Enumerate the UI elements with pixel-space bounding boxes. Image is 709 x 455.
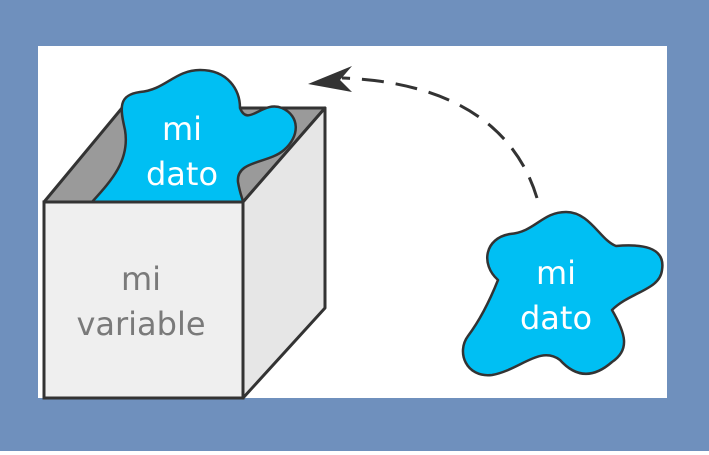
blob-outside	[461, 210, 664, 377]
arrowhead-icon	[308, 66, 352, 92]
box-label-line2: variable	[76, 305, 205, 343]
blob-in-box-label-line1: mi	[162, 110, 202, 148]
blob-in-box-label-line2: dato	[146, 155, 218, 193]
box-label-line1: mi	[121, 260, 161, 298]
blob-outside-label-line2: dato	[520, 299, 592, 337]
blob-outside-label-line1: mi	[536, 254, 576, 292]
blob-in-box	[90, 68, 297, 204]
dashed-arrow-path	[341, 76, 539, 199]
box-front	[42, 200, 245, 400]
